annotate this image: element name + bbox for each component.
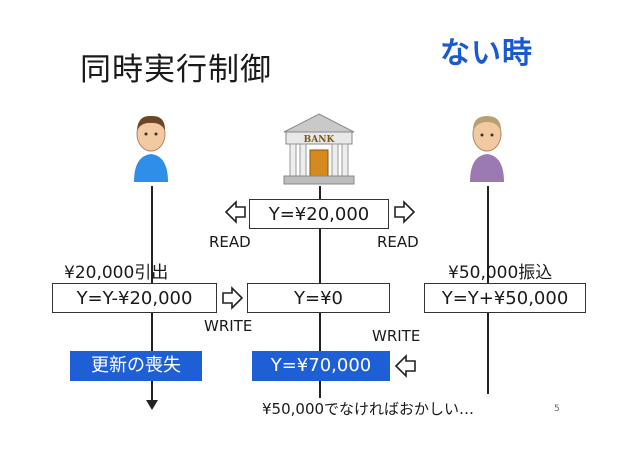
center-write-box: Y=¥0 [247, 283, 390, 313]
page-number: 5 [554, 404, 560, 414]
write-left-label: WRITE [204, 317, 253, 335]
person-left-icon [134, 115, 168, 182]
read-right-arrow-icon [394, 200, 416, 224]
deposit-label: ¥50,000振込 [448, 263, 553, 283]
left-timeline-arrowhead [146, 400, 158, 410]
final-left-arrow-icon [394, 354, 416, 378]
write-right-label: WRITE [372, 327, 421, 345]
bank-label: BANK [304, 135, 336, 145]
final-value-box: Y=¥70,000 [252, 351, 390, 381]
bank-icon: BANK [283, 113, 355, 185]
withdraw-label: ¥20,000引出 [64, 263, 169, 283]
person-right-icon [470, 116, 504, 182]
read-left-arrow-icon [224, 200, 246, 224]
write-right-arrow-icon [222, 286, 244, 310]
header-badge: ない時 [440, 36, 533, 71]
read-left-label: READ [209, 233, 251, 251]
read-value-box: Y=¥20,000 [249, 199, 389, 229]
lost-update-box: 更新の喪失 [70, 351, 202, 381]
left-write-box: Y=Y-¥20,000 [52, 283, 217, 313]
read-right-label: READ [377, 233, 419, 251]
right-write-box: Y=Y+¥50,000 [424, 283, 586, 313]
note-text: ¥50,000でなければおかしい… [262, 400, 475, 418]
page-title: 同時実行制御 [80, 52, 272, 88]
